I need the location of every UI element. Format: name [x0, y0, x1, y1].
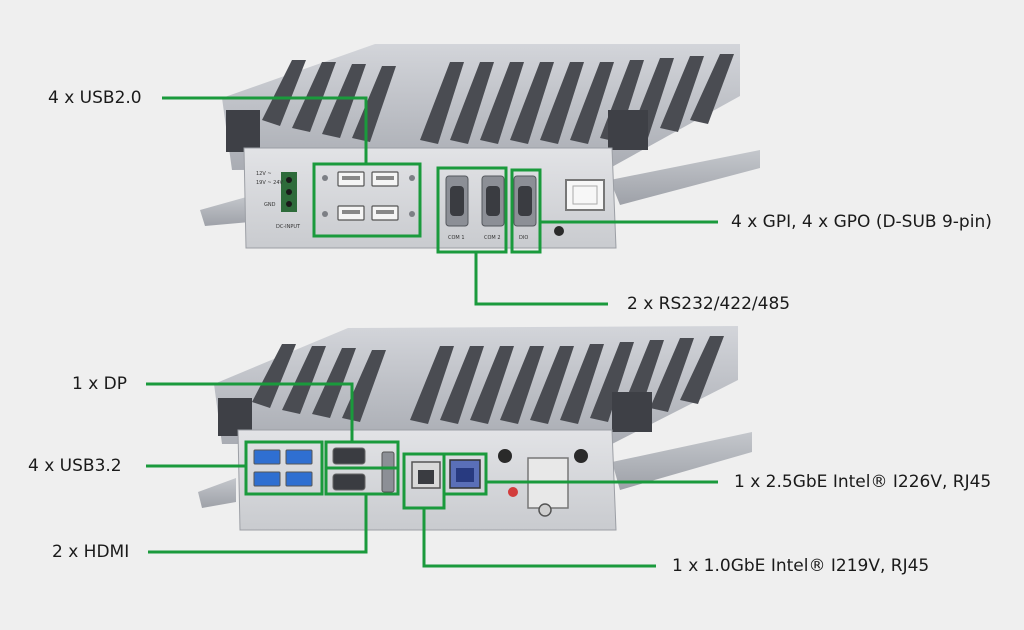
- callout-lines: [146, 96, 718, 568]
- callout-line-dp: [146, 382, 354, 442]
- dc-input-terminal: [281, 172, 297, 212]
- panel-label-gnd: GND: [264, 202, 276, 208]
- callout-box-gpio: [510, 168, 542, 254]
- top-unit-foot-right: [610, 150, 760, 205]
- callout-line-lan10: [422, 508, 656, 568]
- ground-screw: [538, 503, 552, 517]
- callout-label-usb32: 4 x USB3.2: [28, 456, 122, 476]
- callout-label-rs232: 2 x RS232/422/485: [627, 294, 791, 314]
- callout-label-lan25: 1 x 2.5GbE Intel® I226V, RJ45: [734, 472, 992, 492]
- callout-label-hdmi: 2 x HDMI: [52, 542, 130, 562]
- panel-label-com2: COM 2: [484, 235, 501, 241]
- panel-label-voltage-1: 12V ~: [256, 171, 272, 177]
- video-port-group: [332, 447, 395, 493]
- panel-label-dc-input: DC-INPUT: [276, 224, 301, 230]
- top-unit-foot-left: [200, 196, 250, 226]
- bottom-unit-foot-left: [198, 478, 236, 508]
- power-led: [554, 226, 564, 236]
- panel-label-dio: DIO: [519, 235, 528, 241]
- usb32-port-group: [253, 449, 313, 487]
- audio-jack: [508, 487, 518, 497]
- antenna-hole-left: [498, 449, 512, 463]
- antenna-hole-right: [574, 449, 588, 463]
- top-unit-vent-right: [608, 110, 648, 150]
- rj45-port-group: [411, 459, 481, 489]
- callout-box-usb20: [312, 162, 422, 238]
- callout-line-hdmi: [148, 494, 368, 554]
- callout-box-usb32: [244, 440, 324, 496]
- panel-label-voltage-2: 19V ~ 24V: [256, 180, 284, 186]
- top-unit-vent-left: [226, 110, 260, 152]
- panel-label-com1: COM 1: [448, 235, 465, 241]
- power-button: [565, 179, 605, 211]
- callout-line-usb20: [162, 96, 368, 164]
- callout-line-rs232: [474, 252, 608, 306]
- usb2-port-group: [322, 171, 415, 221]
- bottom-unit-vent-right: [612, 392, 652, 432]
- com-port-group: [445, 175, 537, 227]
- callout-label-dp: 1 x DP: [72, 374, 128, 394]
- callout-label-usb20: 4 x USB2.0: [48, 88, 142, 108]
- callout-label-lan10: 1 x 1.0GbE Intel® I219V, RJ45: [672, 556, 930, 576]
- bottom-unit: [198, 326, 752, 531]
- callout-box-com: [436, 166, 508, 254]
- top-unit: 12V ~ 19V ~ 24V GND DC-INPUT: [200, 44, 760, 249]
- bottom-unit-foot-right: [612, 432, 752, 490]
- callout-label-gpio: 4 x GPI, 4 x GPO (D-SUB 9-pin): [731, 212, 992, 232]
- callout-box-hdmi: [324, 466, 400, 496]
